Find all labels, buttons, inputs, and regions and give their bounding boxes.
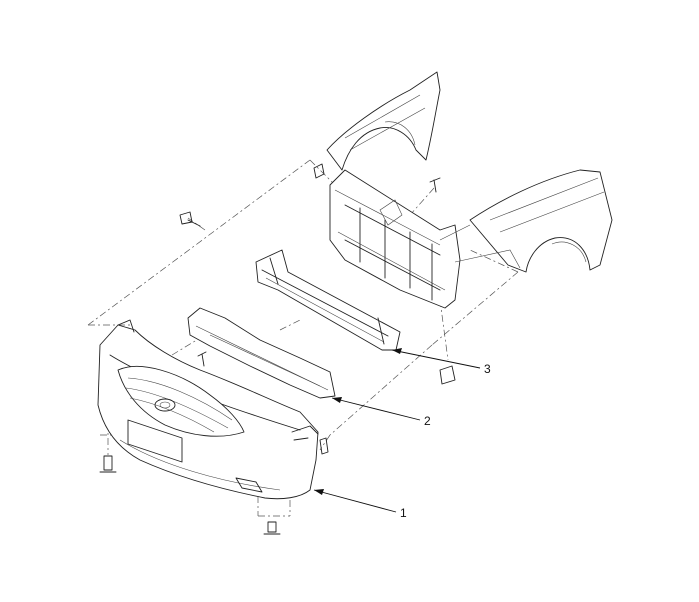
fastener-screw-lower-left — [99, 455, 117, 473]
callout-label-2: 2 — [424, 414, 431, 428]
energy-absorber-part-2 — [187, 307, 336, 399]
callout-leaders — [313, 348, 481, 513]
callout-arrow-2 — [332, 397, 342, 403]
fastener-bolt-top — [313, 163, 325, 179]
fastener-screw-lower-center — [263, 521, 281, 535]
callout-arrow-3 — [392, 348, 402, 354]
callout-label-1: 1 — [400, 506, 407, 520]
fastener-bolt-left — [179, 211, 201, 227]
front-body-shell — [326, 71, 613, 309]
fastener-clip-right — [439, 365, 456, 385]
fastener-screw-bumper-right — [319, 437, 329, 455]
front-bumper-cover-part-1 — [97, 319, 319, 500]
fastener-bolt-upper-right — [429, 177, 441, 193]
callout-label-3: 3 — [484, 362, 491, 376]
callout-arrow-1 — [314, 489, 324, 495]
